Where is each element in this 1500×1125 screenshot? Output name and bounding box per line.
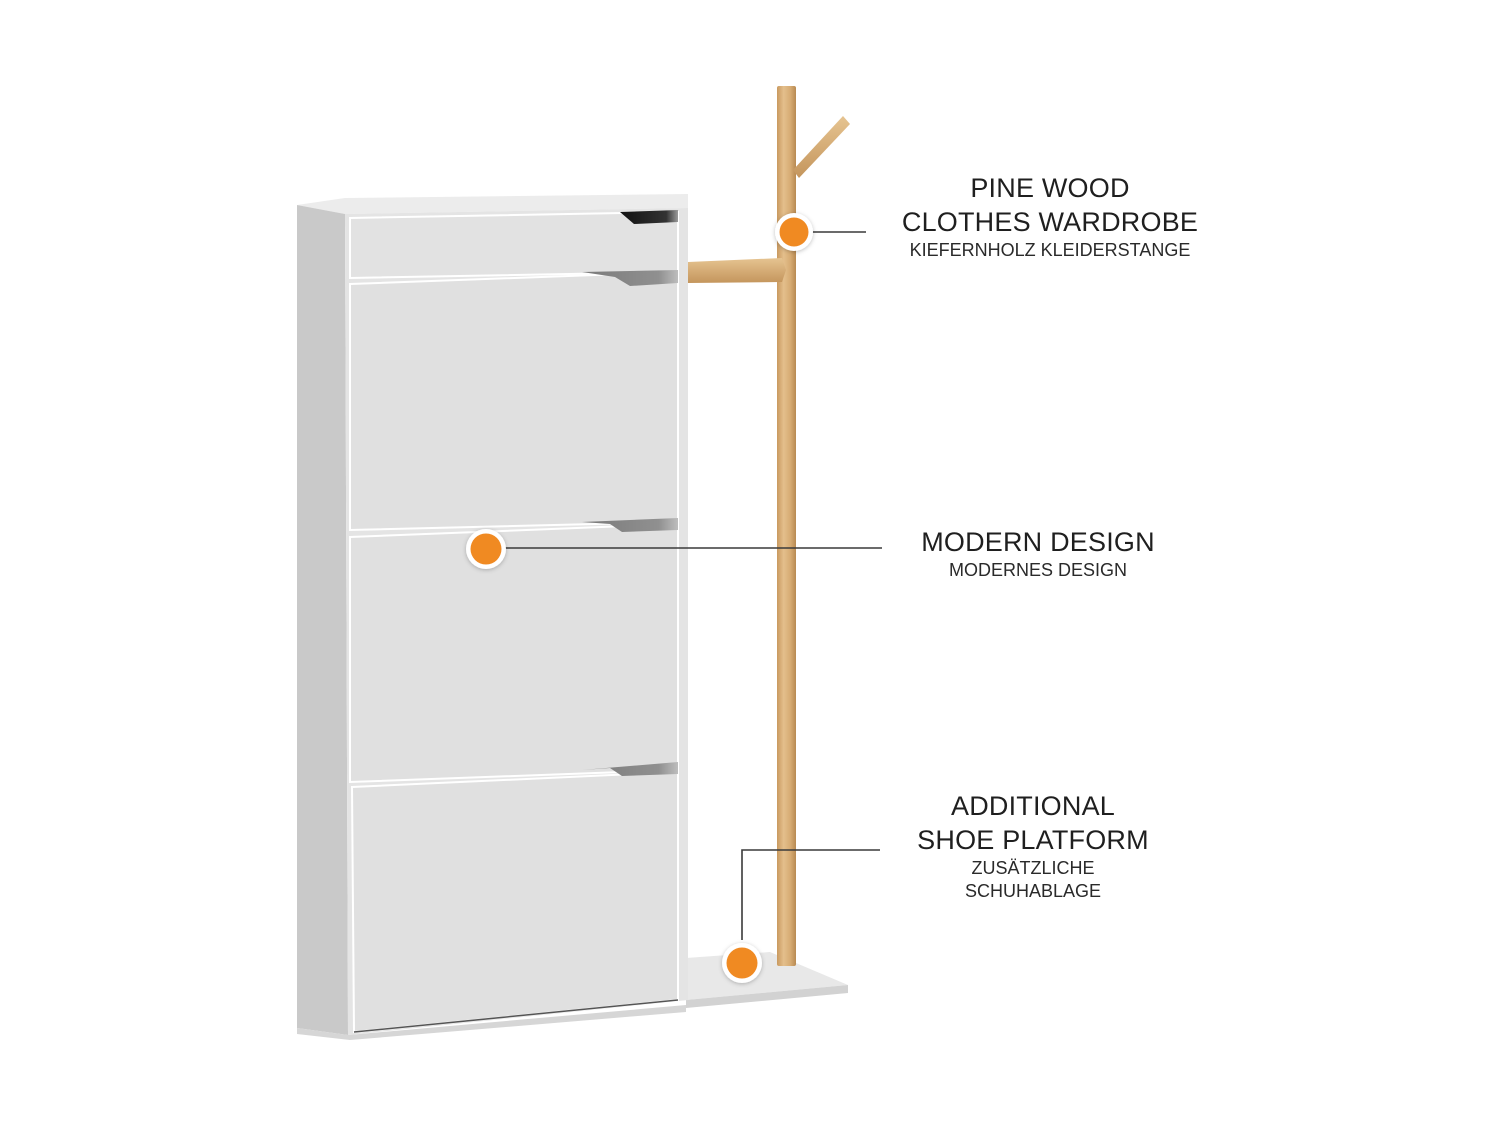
callout-title-line: CLOTHES WARDROBE — [901, 207, 1199, 237]
top-drawer — [349, 210, 679, 280]
shoe-cabinet — [297, 194, 688, 1040]
callout-shoe-platform: ADDITIONAL SHOE PLATFORM ZUSÄTZLICHE SCH… — [888, 789, 1178, 903]
callout-subtitle-line: SCHUHABLAGE — [964, 881, 1102, 901]
flap-middle — [349, 518, 679, 784]
pine-wood-rack — [688, 86, 850, 966]
callout-modern-design: MODERN DESIGN MODERNES DESIGN — [888, 525, 1188, 582]
callout-title-line: MODERN DESIGN — [921, 527, 1155, 557]
callout-subtitle-line: ZUSÄTZLICHE — [971, 858, 1095, 878]
marker-pine-wood[interactable] — [775, 213, 813, 251]
marker-shoe-platform[interactable] — [722, 943, 762, 983]
callout-subtitle-line: KIEFERNHOLZ KLEIDERSTANGE — [909, 240, 1191, 260]
shoe-platform — [686, 952, 848, 1008]
callout-title-line: PINE WOOD — [970, 173, 1130, 203]
marker-modern-design[interactable] — [466, 529, 506, 569]
flap-bottom — [350, 762, 679, 1034]
callout-title-line: SHOE PLATFORM — [917, 825, 1149, 855]
flap-top — [349, 270, 679, 532]
callout-subtitle-line: MODERNES DESIGN — [948, 560, 1128, 580]
callout-pine-wood: PINE WOOD CLOTHES WARDROBE KIEFERNHOLZ K… — [880, 171, 1220, 262]
leader-lines — [500, 231, 882, 940]
callout-title-line: ADDITIONAL — [950, 791, 1116, 821]
